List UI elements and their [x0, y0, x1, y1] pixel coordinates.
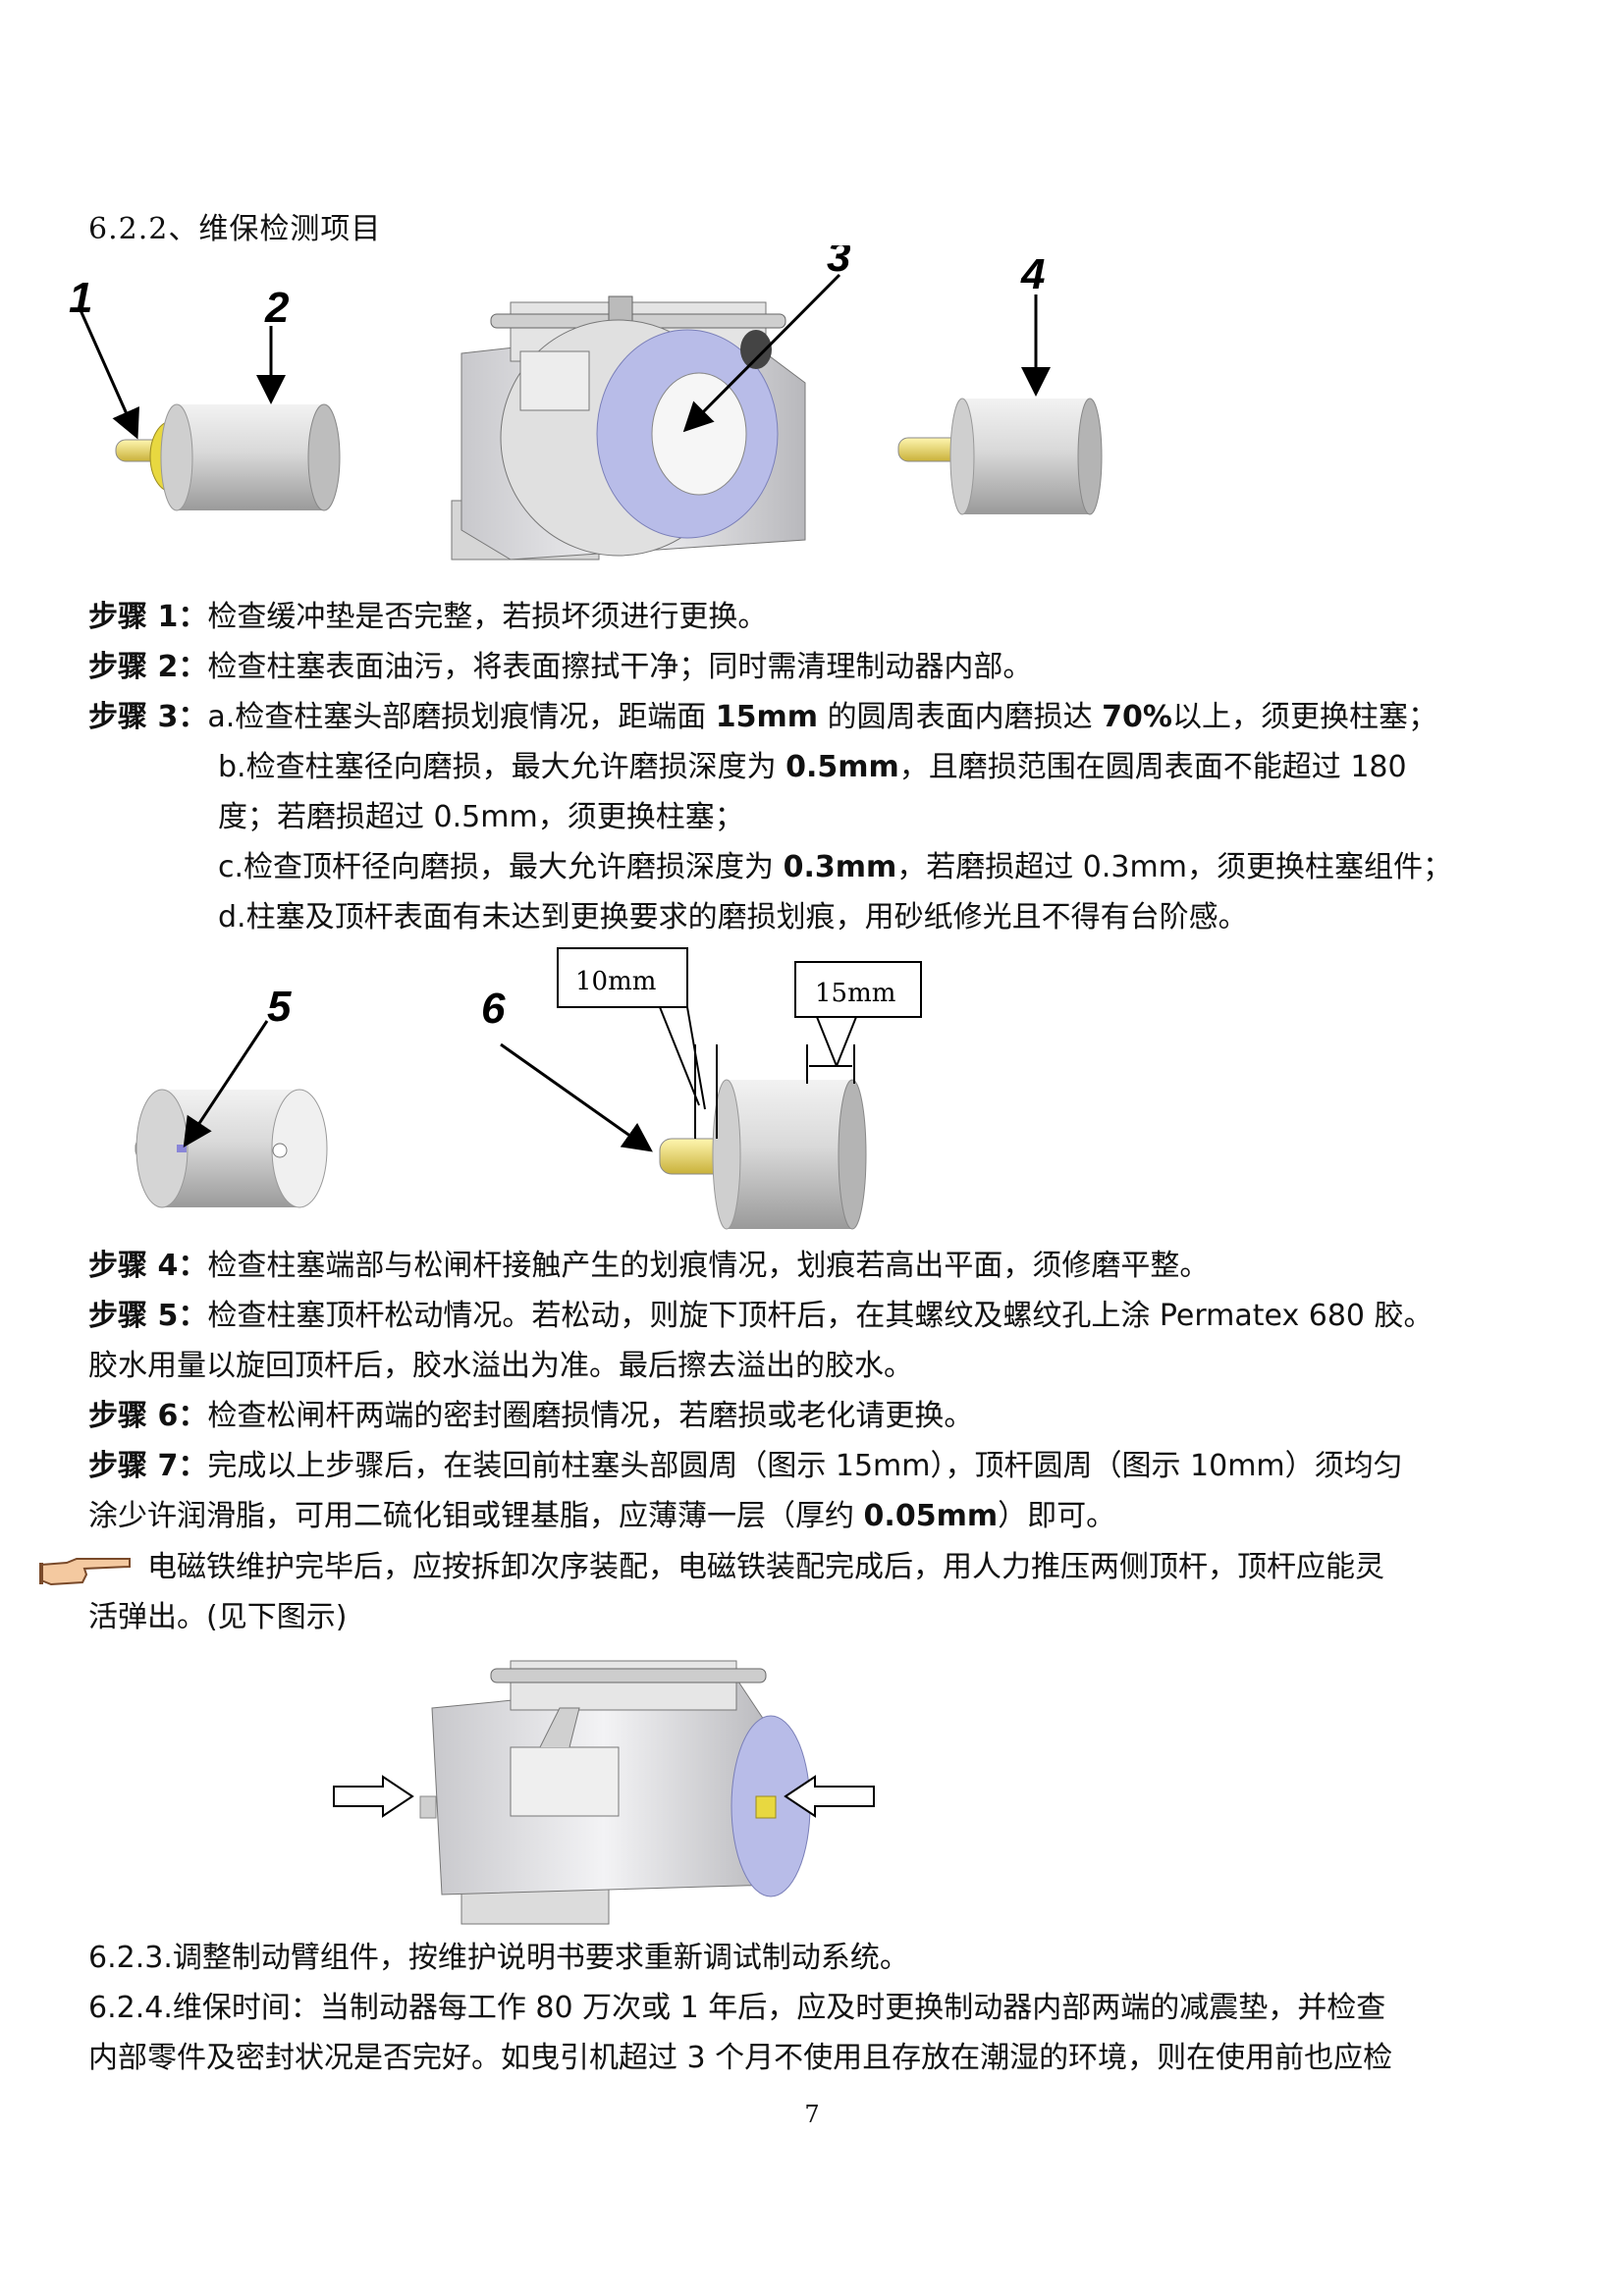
figure-plunger-dimensions: 10mm 15mm 5 6	[135, 947, 922, 1230]
step-6-label: 步骤 6：	[88, 1399, 208, 1433]
step-3b: b.检查柱塞径向磨损，最大允许磨损深度为 0.5mm，且磨损范围在圆周表面不能超…	[218, 743, 1407, 792]
step-5: 步骤 5：检查柱塞顶杆松动情况。若松动，则旋下顶杆后，在其螺纹及螺纹孔上涂 Pe…	[88, 1292, 1434, 1341]
label-1: 1	[69, 274, 92, 322]
step-1: 步骤 1：检查缓冲垫是否完整，若损坏须进行更换。	[88, 593, 767, 642]
step-2: 步骤 2：检查柱塞表面油污，将表面擦拭干净；同时需清理制动器内部。	[88, 643, 1032, 692]
step-3a-text: a.检查柱塞头部磨损划痕情况，距端面	[207, 700, 716, 734]
step-3a-text-2: 的圆周表面内磨损达	[818, 700, 1103, 734]
pointing-hand-icon	[39, 1558, 131, 1586]
dim-label-15mm: 15mm	[815, 979, 895, 1008]
step-3-label: 步骤 3：	[88, 700, 208, 734]
step-7: 步骤 7：完成以上步骤后，在装回前柱塞头部圆周（图示 15mm），顶杆圆周（图示…	[88, 1442, 1403, 1491]
step-3c: c.检查顶杆径向磨损，最大允许磨损深度为 0.3mm，若磨损超过 0.3mm，须…	[218, 843, 1452, 892]
section-6-2-4-line-1: 6.2.4.维保时间：当制动器每工作 80 万次或 1 年后，应及时更换制动器内…	[88, 1991, 1386, 2025]
step-3b-value: 0.5mm	[785, 750, 899, 784]
step-7-line2-text-2: ）即可。	[998, 1499, 1116, 1533]
label-3: 3	[827, 245, 850, 281]
step-3c-text-2: ，若磨损超过 0.3mm，须更换柱塞组件；	[896, 850, 1452, 884]
note-line-2: 活弹出。(见下图示)	[88, 1600, 348, 1634]
step-1-label: 步骤 1：	[88, 600, 208, 634]
dim-label-10mm: 10mm	[575, 967, 656, 996]
step-3b-text: b.检查柱塞径向磨损，最大允许磨损深度为	[218, 750, 786, 784]
step-7-line2-text: 涂少许润滑脂，可用二硫化钼或锂基脂，应薄薄一层（厚约	[88, 1499, 864, 1533]
section-6-2-3: 6.2.3.调整制动臂组件，按维护说明书要求重新调试制动系统。	[88, 1941, 909, 1975]
electromagnet-housing	[451, 295, 806, 561]
step-3b-line2: 度；若磨损超过 0.5mm，须更换柱塞；	[218, 800, 744, 834]
step-3c-text: c.检查顶杆径向磨损，最大允许磨损深度为	[218, 850, 784, 884]
step-3a-value-2: 70%	[1102, 700, 1172, 734]
plunger-without-buffer	[897, 398, 1103, 515]
step-3a-value-1: 15mm	[715, 700, 819, 734]
plunger-end-view	[135, 1089, 328, 1208]
step-2-label: 步骤 2：	[88, 650, 208, 684]
step-4: 步骤 4：检查柱塞端部与松闸杆接触产生的划痕情况，划痕若高出平面，须修磨平整。	[88, 1242, 1209, 1291]
section-heading: 6.2.2、维保检测项目	[88, 212, 382, 246]
step-6: 步骤 6：检查松闸杆两端的密封圈磨损情况，若磨损或老化请更换。	[88, 1392, 973, 1441]
label-6: 6	[481, 985, 506, 1033]
figure-assembled-electromagnet	[333, 1660, 875, 1925]
step-3d: d.柱塞及顶杆表面有未达到更换要求的磨损划痕，用砂纸修光且不得有台阶感。	[218, 900, 1248, 934]
plunger-with-dimensions	[659, 1079, 867, 1230]
step-3c-value: 0.3mm	[783, 850, 897, 884]
step-1-text: 检查缓冲垫是否完整，若损坏须进行更换。	[207, 600, 768, 634]
step-5-text: 检查柱塞顶杆松动情况。若松动，则旋下顶杆后，在其螺纹及螺纹孔上涂 Permate…	[207, 1299, 1434, 1333]
step-7-text: 完成以上步骤后，在装回前柱塞头部圆周（图示 15mm），顶杆圆周（图示 10mm…	[207, 1449, 1403, 1483]
step-4-label: 步骤 4：	[88, 1249, 208, 1283]
figure-inspection-parts: 1 2 3 4	[69, 245, 1103, 561]
plunger-with-buffer	[115, 403, 341, 511]
dim-box-10mm	[557, 947, 688, 1008]
step-3a-text-3: 以上，须更换柱塞；	[1171, 700, 1437, 734]
step-7-label: 步骤 7：	[88, 1449, 208, 1483]
label-5: 5	[267, 983, 292, 1031]
step-6-text: 检查松闸杆两端的密封圈磨损情况，若磨损或老化请更换。	[207, 1399, 974, 1433]
step-7-line2-value: 0.05mm	[863, 1499, 999, 1533]
step-3a: 步骤 3：a.检查柱塞头部磨损划痕情况，距端面 15mm 的圆周表面内磨损达 7…	[88, 693, 1437, 742]
step-4-text: 检查柱塞端部与松闸杆接触产生的划痕情况，划痕若高出平面，须修磨平整。	[207, 1249, 1210, 1283]
label-2: 2	[264, 284, 290, 332]
step-7-line2: 涂少许润滑脂，可用二硫化钼或锂基脂，应薄薄一层（厚约 0.05mm）即可。	[88, 1492, 1115, 1541]
note-line-1: 电磁铁维护完毕后，应按拆卸次序装配，电磁铁装配完成后，用人力推压两侧顶杆，顶杆应…	[147, 1550, 1384, 1584]
step-2-text: 检查柱塞表面油污，将表面擦拭干净；同时需清理制动器内部。	[207, 650, 1033, 684]
step-5-label: 步骤 5：	[88, 1299, 208, 1333]
dim-box-15mm	[794, 961, 922, 1018]
step-5-line2: 胶水用量以旋回顶杆后，胶水溢出为准。最后擦去溢出的胶水。	[88, 1349, 913, 1383]
page-number: 7	[804, 2101, 820, 2128]
step-3b-text-2: ，且磨损范围在圆周表面不能超过 180	[898, 750, 1407, 784]
section-6-2-4-line-2: 内部零件及密封状况是否完好。如曳引机超过 3 个月不使用且存放在潮湿的环境，则在…	[88, 2041, 1393, 2075]
label-4: 4	[1020, 250, 1045, 298]
